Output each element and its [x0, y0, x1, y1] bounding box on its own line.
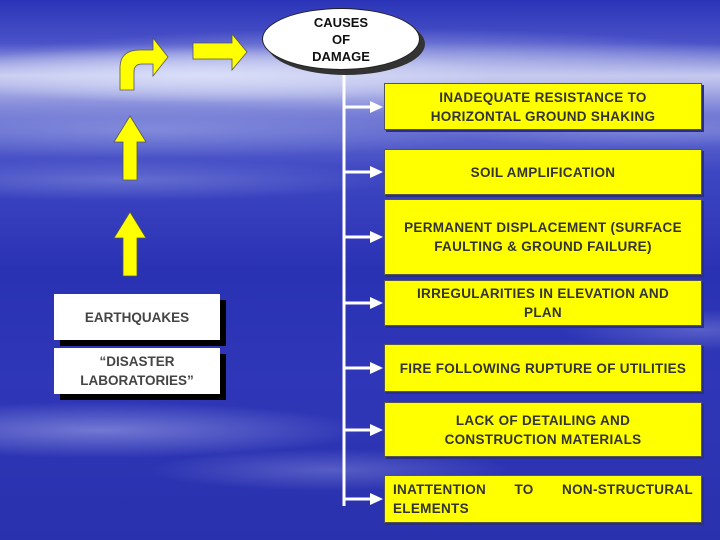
up-arrow-middle-icon — [113, 115, 147, 181]
cause-label: INATTENTION TO NON-STRUCTURAL ELEMENTS — [393, 482, 693, 516]
branch-arrowhead-icon — [370, 231, 383, 243]
branch-arrowhead-icon — [370, 166, 383, 178]
cause-box-permanent-displacement: PERMANENT DISPLACEMENT (SURFACE FAULTING… — [384, 199, 702, 275]
cause-box-irregularities: IRREGULARITIES IN ELEVATION AND PLAN — [384, 280, 702, 326]
branch-arrowhead-icon — [370, 362, 383, 374]
branch-arrowhead-icon — [370, 101, 383, 113]
causes-of-damage-node: CAUSES OF DAMAGE — [262, 8, 420, 70]
bent-arrow-icon — [119, 36, 169, 91]
branch-arrowhead-icon — [370, 297, 383, 309]
connector-branches — [344, 101, 383, 505]
cause-label: IRREGULARITIES IN ELEVATION AND PLAN — [416, 286, 670, 320]
cause-box-fire-following-rupture: FIRE FOLLOWING RUPTURE OF UTILITIES — [384, 344, 702, 392]
cause-label: SOIL AMPLIFICATION — [470, 164, 616, 180]
cause-box-lack-of-detailing: LACK OF DETAILING AND CONSTRUCTION MATER… — [384, 402, 702, 457]
branch-arrowhead-icon — [370, 424, 383, 436]
cause-box-non-structural-elements: INATTENTION TO NON-STRUCTURAL ELEMENTS — [384, 475, 702, 523]
cause-box-horizontal-shaking: INADEQUATE RESISTANCE TO HORIZONTAL GROU… — [384, 83, 702, 130]
disaster-laboratories-box: “DISASTER LABORATORIES” — [54, 348, 220, 394]
cause-label: LACK OF DETAILING AND CONSTRUCTION MATER… — [444, 412, 642, 447]
root-label: CAUSES OF DAMAGE — [312, 14, 370, 64]
up-arrow-lower-icon — [113, 211, 147, 277]
right-arrow-icon — [192, 32, 248, 72]
cause-box-soil-amplification: SOIL AMPLIFICATION — [384, 149, 702, 195]
cause-label: FIRE FOLLOWING RUPTURE OF UTILITIES — [399, 360, 687, 376]
cause-label: INADEQUATE RESISTANCE TO HORIZONTAL GROU… — [430, 89, 656, 124]
disaster-laboratories-label: “DISASTER LABORATORIES” — [80, 354, 194, 388]
cause-label: PERMANENT DISPLACEMENT (SURFACE FAULTING… — [404, 220, 682, 254]
earthquakes-box: EARTHQUAKES — [54, 294, 220, 340]
earthquakes-label: EARTHQUAKES — [84, 309, 190, 325]
branch-arrowhead-icon — [370, 493, 383, 505]
